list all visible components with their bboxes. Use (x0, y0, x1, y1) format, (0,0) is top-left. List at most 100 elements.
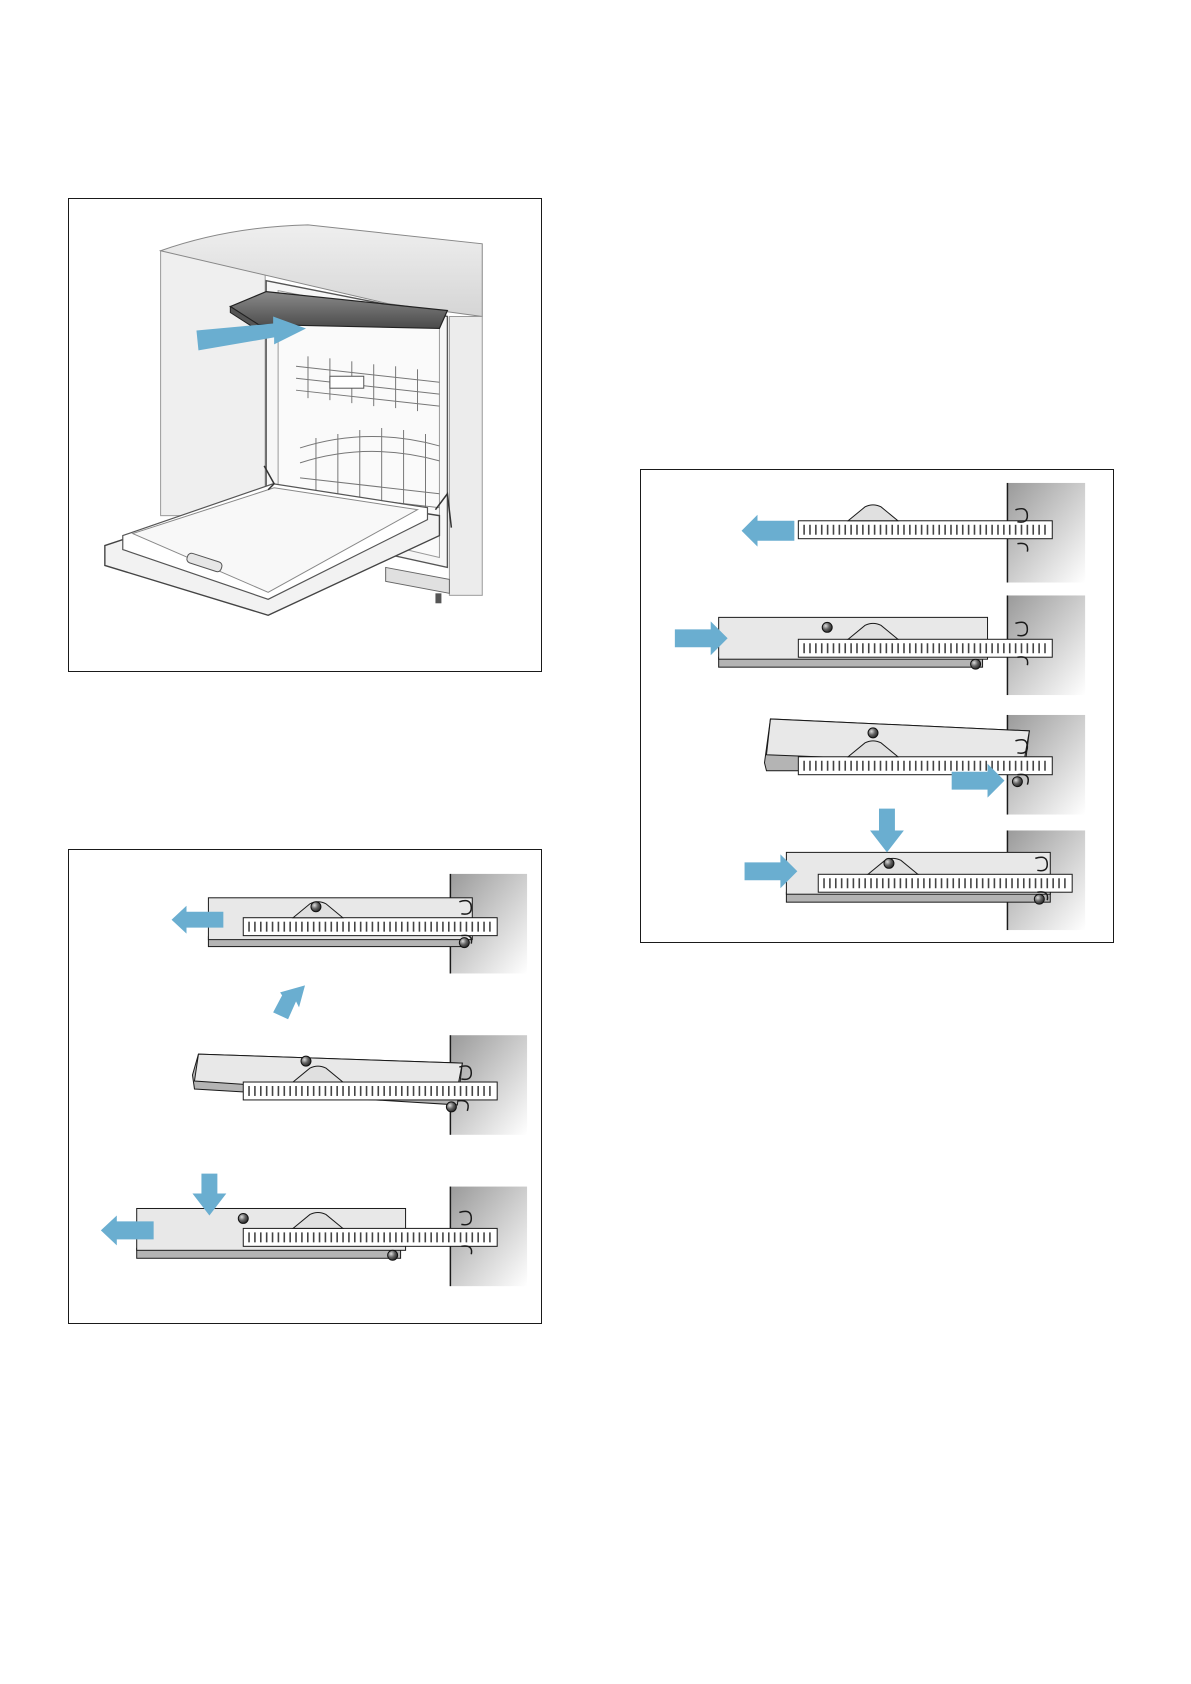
rail-tooth (950, 761, 952, 771)
rail-tooth (827, 643, 829, 653)
rail-unlock-illustration (69, 850, 541, 1323)
rail-tooth (289, 922, 291, 932)
rail-tooth (471, 922, 473, 932)
rail-tooth (980, 643, 982, 653)
rail-tooth (923, 878, 925, 888)
rail-tooth (419, 1232, 421, 1242)
rail-tooth (970, 878, 972, 888)
rail-tooth (1035, 878, 1037, 888)
rail-tooth (933, 525, 935, 535)
rail-tooth (460, 1086, 462, 1096)
rail-tooth (477, 1232, 479, 1242)
rail-tooth (964, 878, 966, 888)
rail-tooth (997, 525, 999, 535)
rail-tooth (342, 1232, 344, 1242)
rail-tooth (1044, 525, 1046, 535)
rail-tooth (897, 761, 899, 771)
rail-tooth (401, 922, 403, 932)
rail-tooth (844, 525, 846, 535)
rail-tooth (424, 1086, 426, 1096)
rail-tooth (454, 1232, 456, 1242)
rail-tooth (307, 1232, 309, 1242)
ball-stopper-icon (884, 858, 894, 868)
rail-tooth (325, 922, 327, 932)
rail-tooth (909, 761, 911, 771)
rail-tooth (266, 922, 268, 932)
rail-tooth (891, 761, 893, 771)
rail-tooth (903, 525, 905, 535)
rail-tooth (844, 761, 846, 771)
step-2-rail-assembly (675, 595, 1085, 695)
rail-tooth (466, 1086, 468, 1096)
rail-tooth (982, 878, 984, 888)
rail-tooth (419, 1086, 421, 1096)
rail-tooth (313, 1086, 315, 1096)
rail-tooth (1011, 878, 1013, 888)
rail-tooth (407, 1086, 409, 1096)
ball-stopper-icon (1012, 777, 1022, 787)
rail-tooth (248, 1086, 250, 1096)
rail-tooth (442, 922, 444, 932)
rail-tooth (295, 1086, 297, 1096)
rail-tooth (307, 1086, 309, 1096)
rail-tooth (266, 1086, 268, 1096)
rail-tooth (383, 1086, 385, 1096)
rail-tooth (389, 1232, 391, 1242)
rail-tooth (348, 1232, 350, 1242)
rail-tooth (430, 1232, 432, 1242)
rail-tooth (968, 761, 970, 771)
rail-tooth (383, 922, 385, 932)
rail-tooth (1032, 761, 1034, 771)
rail-tooth (833, 761, 835, 771)
rail-tooth (1015, 525, 1017, 535)
rail-tooth (1021, 761, 1023, 771)
rail-tooth (325, 1086, 327, 1096)
rail-tooth (985, 525, 987, 535)
left-cabinet (161, 251, 266, 516)
rail-tooth (870, 878, 872, 888)
rail-tooth (956, 643, 958, 653)
rail-tooth (342, 922, 344, 932)
right-cabinet (449, 317, 482, 596)
rail-tooth (915, 525, 917, 535)
rail-tooth (880, 761, 882, 771)
rail-tooth (266, 1232, 268, 1242)
toothed-rail (243, 1228, 497, 1246)
arrow-down-icon (870, 809, 904, 853)
rail-tooth (1015, 761, 1017, 771)
rail-tooth (841, 878, 843, 888)
rail-tooth (933, 643, 935, 653)
step-1-rail-assembly (742, 483, 1086, 583)
rail-tooth (354, 1232, 356, 1242)
rail-tooth (962, 761, 964, 771)
rail-tooth (454, 922, 456, 932)
rail-tooth (938, 643, 940, 653)
rail-tooth (278, 1232, 280, 1242)
rail-tooth (868, 643, 870, 653)
rail-tooth (844, 643, 846, 653)
detergent-holder (330, 376, 364, 388)
rail-tooth (1052, 878, 1054, 888)
rail-tooth (489, 1232, 491, 1242)
rail-tooth (377, 1232, 379, 1242)
rail-tooth (917, 878, 919, 888)
rail-tooth (336, 922, 338, 932)
rail-tooth (809, 525, 811, 535)
ball-stopper-icon (301, 1056, 311, 1066)
rail-tooth (850, 761, 852, 771)
rail-tooth (430, 1086, 432, 1096)
rail-tooth (1003, 761, 1005, 771)
rail-tooth (968, 525, 970, 535)
rail-tooth (348, 1086, 350, 1096)
rail-tooth (366, 1086, 368, 1096)
rail-tooth (389, 1086, 391, 1096)
rail-tooth (880, 525, 882, 535)
rail-tooth (862, 643, 864, 653)
rail-tooth (395, 1232, 397, 1242)
ball-stopper-icon (388, 1250, 398, 1260)
rail-tooth (888, 878, 890, 888)
toothed-rail (798, 757, 1052, 775)
rail-tooth (891, 643, 893, 653)
rail-tooth (915, 761, 917, 771)
rail-tooth (839, 761, 841, 771)
